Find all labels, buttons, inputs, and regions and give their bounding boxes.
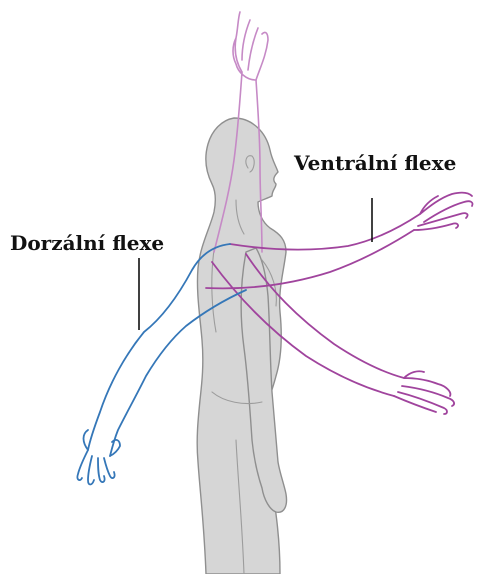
ventral-flexion-label: Ventrální flexe — [293, 151, 456, 175]
ventral-hand — [414, 193, 473, 230]
raised-hand — [233, 12, 268, 80]
human-figure — [197, 118, 286, 574]
dorsal-flexion-label: Dorzální flexe — [10, 231, 164, 255]
dorsal-hand — [77, 430, 120, 485]
